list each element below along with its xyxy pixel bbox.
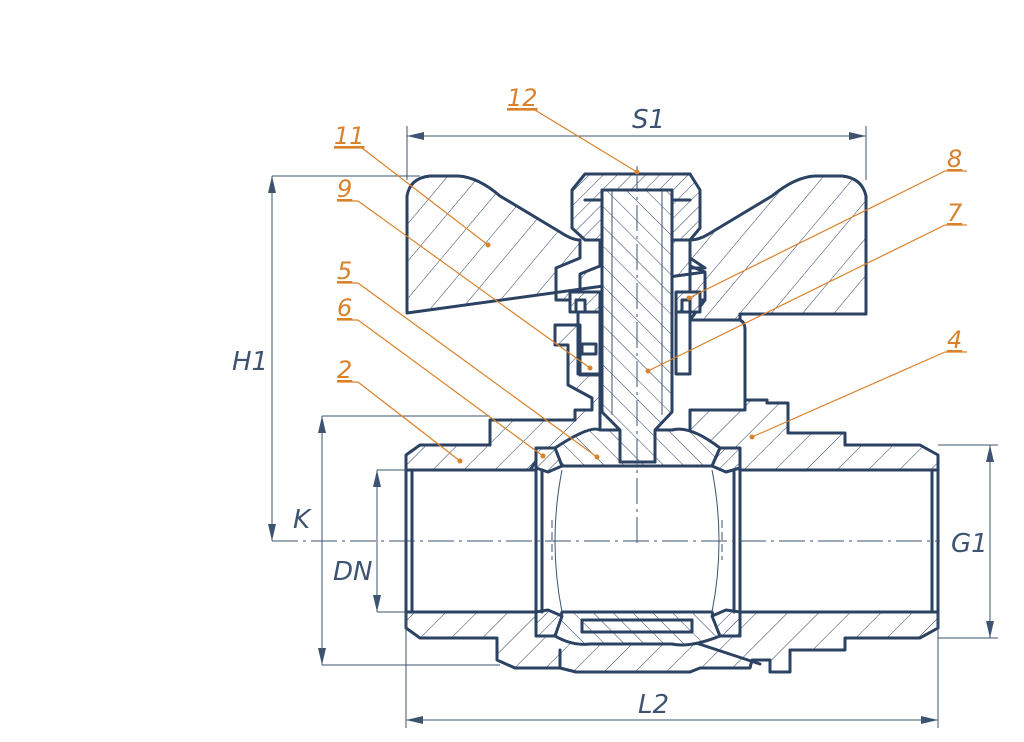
dimension-g1: G1 xyxy=(938,444,998,639)
callout-7: 7 xyxy=(645,199,967,374)
nut-part xyxy=(570,172,702,242)
callout-8: 8 xyxy=(686,145,967,301)
callout-label-12: 12 xyxy=(507,84,538,112)
center-lines xyxy=(272,166,940,545)
dimension-label-s1: S1 xyxy=(632,105,665,135)
dimension-l2: L2 xyxy=(405,612,939,728)
callout-5: 5 xyxy=(337,257,600,460)
gland-part xyxy=(568,290,702,376)
seat-right xyxy=(710,446,742,638)
stem-part xyxy=(600,174,674,464)
callout-4: 4 xyxy=(749,326,967,440)
dimension-k: K xyxy=(293,415,500,666)
part-callouts: 12 11 9 5 6 2 xyxy=(334,84,967,464)
dimension-label-h1: H1 xyxy=(232,347,268,377)
dimension-label-l2: L2 xyxy=(638,690,669,720)
dimension-dn: DN xyxy=(333,469,406,613)
callout-6: 6 xyxy=(337,294,546,459)
callout-label-7: 7 xyxy=(947,199,963,227)
callout-2: 2 xyxy=(337,356,463,464)
callout-label-9: 9 xyxy=(337,175,352,203)
callout-label-6: 6 xyxy=(337,294,352,322)
callout-label-5: 5 xyxy=(337,257,352,285)
callout-label-11: 11 xyxy=(334,122,365,150)
callout-9: 9 xyxy=(337,175,593,371)
dimension-label-dn: DN xyxy=(333,557,372,587)
callout-12: 12 xyxy=(507,84,640,175)
dimension-s1: S1 xyxy=(406,105,867,180)
dimension-h1: H1 xyxy=(232,175,420,541)
callout-label-8: 8 xyxy=(947,145,962,173)
callout-label-2: 2 xyxy=(337,356,352,384)
callout-11: 11 xyxy=(334,122,491,248)
dimension-label-g1: G1 xyxy=(951,529,988,559)
seat-left xyxy=(534,446,564,638)
callout-label-4: 4 xyxy=(947,326,962,354)
dimension-label-k: K xyxy=(293,505,312,535)
